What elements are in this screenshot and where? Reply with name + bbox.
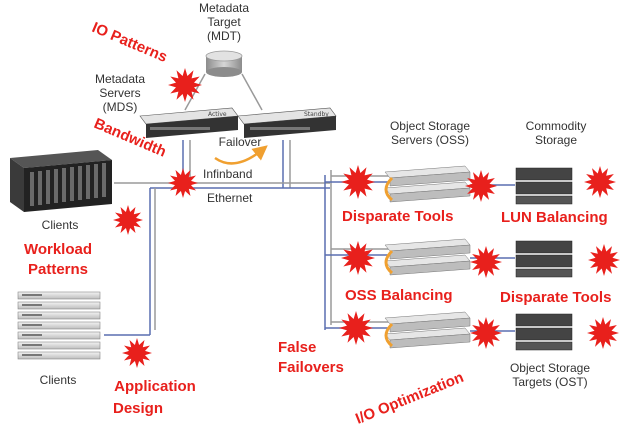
- clients-top-label: Clients: [42, 218, 79, 232]
- issue-burst-icon: [584, 166, 616, 198]
- server-active-label: Active: [208, 111, 227, 118]
- mdt-label-line2: Target: [207, 15, 241, 29]
- clients-top-chassis: [10, 150, 112, 212]
- mdt-label-line1: Metadata: [199, 1, 249, 15]
- mds-server-standby: Standby: [237, 107, 337, 138]
- infinband-label: Infinband: [203, 167, 252, 181]
- ethernet-label: Ethernet: [207, 191, 253, 205]
- commodity-label-line1: Commodity: [526, 119, 587, 133]
- issue-burst-icon: [113, 205, 143, 235]
- issue-false-failovers-line2: Failovers: [278, 359, 344, 376]
- mds-label-line1: Metadata: [95, 72, 145, 86]
- metadata-target-disk: [205, 50, 243, 77]
- issue-false-failovers-line1: False: [278, 339, 316, 356]
- clients-bottom-label: Clients: [40, 373, 77, 387]
- issue-disparate-tools-2: Disparate Tools: [500, 289, 611, 306]
- failover-arrow-icon: [214, 145, 268, 165]
- issue-burst-icon: [470, 317, 502, 349]
- issue-burst-icon: [122, 338, 152, 368]
- oss-group-3: [384, 311, 471, 349]
- failover-label: Failover: [219, 135, 262, 149]
- issue-disparate-tools-1: Disparate Tools: [342, 208, 453, 225]
- mdt-label-line3: (MDT): [207, 29, 241, 43]
- oss-failover-arrow-1-icon: [384, 176, 394, 202]
- issue-burst-icon: [168, 168, 198, 198]
- issue-workload-line2: Patterns: [28, 261, 88, 278]
- ost-label-line1: Object Storage: [510, 361, 590, 375]
- oss-label-line1: Object Storage: [390, 119, 470, 133]
- oss-failover-arrow-2-icon: [384, 249, 394, 275]
- server-standby-label: Standby: [304, 111, 329, 118]
- commodity-storage-1: [515, 167, 573, 205]
- issue-lun-balancing: LUN Balancing: [501, 209, 608, 226]
- issue-markers: [113, 68, 620, 368]
- issue-oss-balancing: OSS Balancing: [345, 287, 453, 304]
- mds-server-active: Active: [139, 107, 239, 138]
- issue-burst-icon: [588, 244, 620, 276]
- ost-label-line2: Targets (OST): [512, 375, 587, 389]
- issue-burst-icon: [465, 170, 497, 202]
- issue-burst-icon: [341, 165, 375, 199]
- issue-burst-icon: [470, 246, 502, 278]
- mdt-link-right: [241, 73, 263, 111]
- issue-io-optimization: I/O Optimization: [353, 369, 466, 428]
- issue-workload-line1: Workload: [24, 241, 92, 258]
- mds-label-line3: (MDS): [103, 100, 138, 114]
- commodity-label-line2: Storage: [535, 133, 577, 147]
- issue-burst-icon: [341, 241, 375, 275]
- commodity-storage-3: [515, 313, 573, 351]
- clients-bottom-rack: [17, 291, 101, 360]
- oss-label-line2: Servers (OSS): [391, 133, 469, 147]
- issue-application-line1: Application: [114, 378, 196, 395]
- issue-burst-icon: [587, 317, 619, 349]
- issue-burst-icon: [168, 68, 202, 102]
- oss-group-1: [384, 165, 471, 203]
- commodity-storage-2: [515, 240, 573, 278]
- issue-application-line2: Design: [113, 400, 163, 417]
- issue-burst-icon: [339, 311, 373, 345]
- oss-group-2: [384, 238, 471, 276]
- oss-failover-arrow-3-icon: [384, 322, 394, 348]
- mds-label-line2: Servers: [99, 86, 140, 100]
- issue-io-patterns: IO Patterns: [89, 19, 169, 66]
